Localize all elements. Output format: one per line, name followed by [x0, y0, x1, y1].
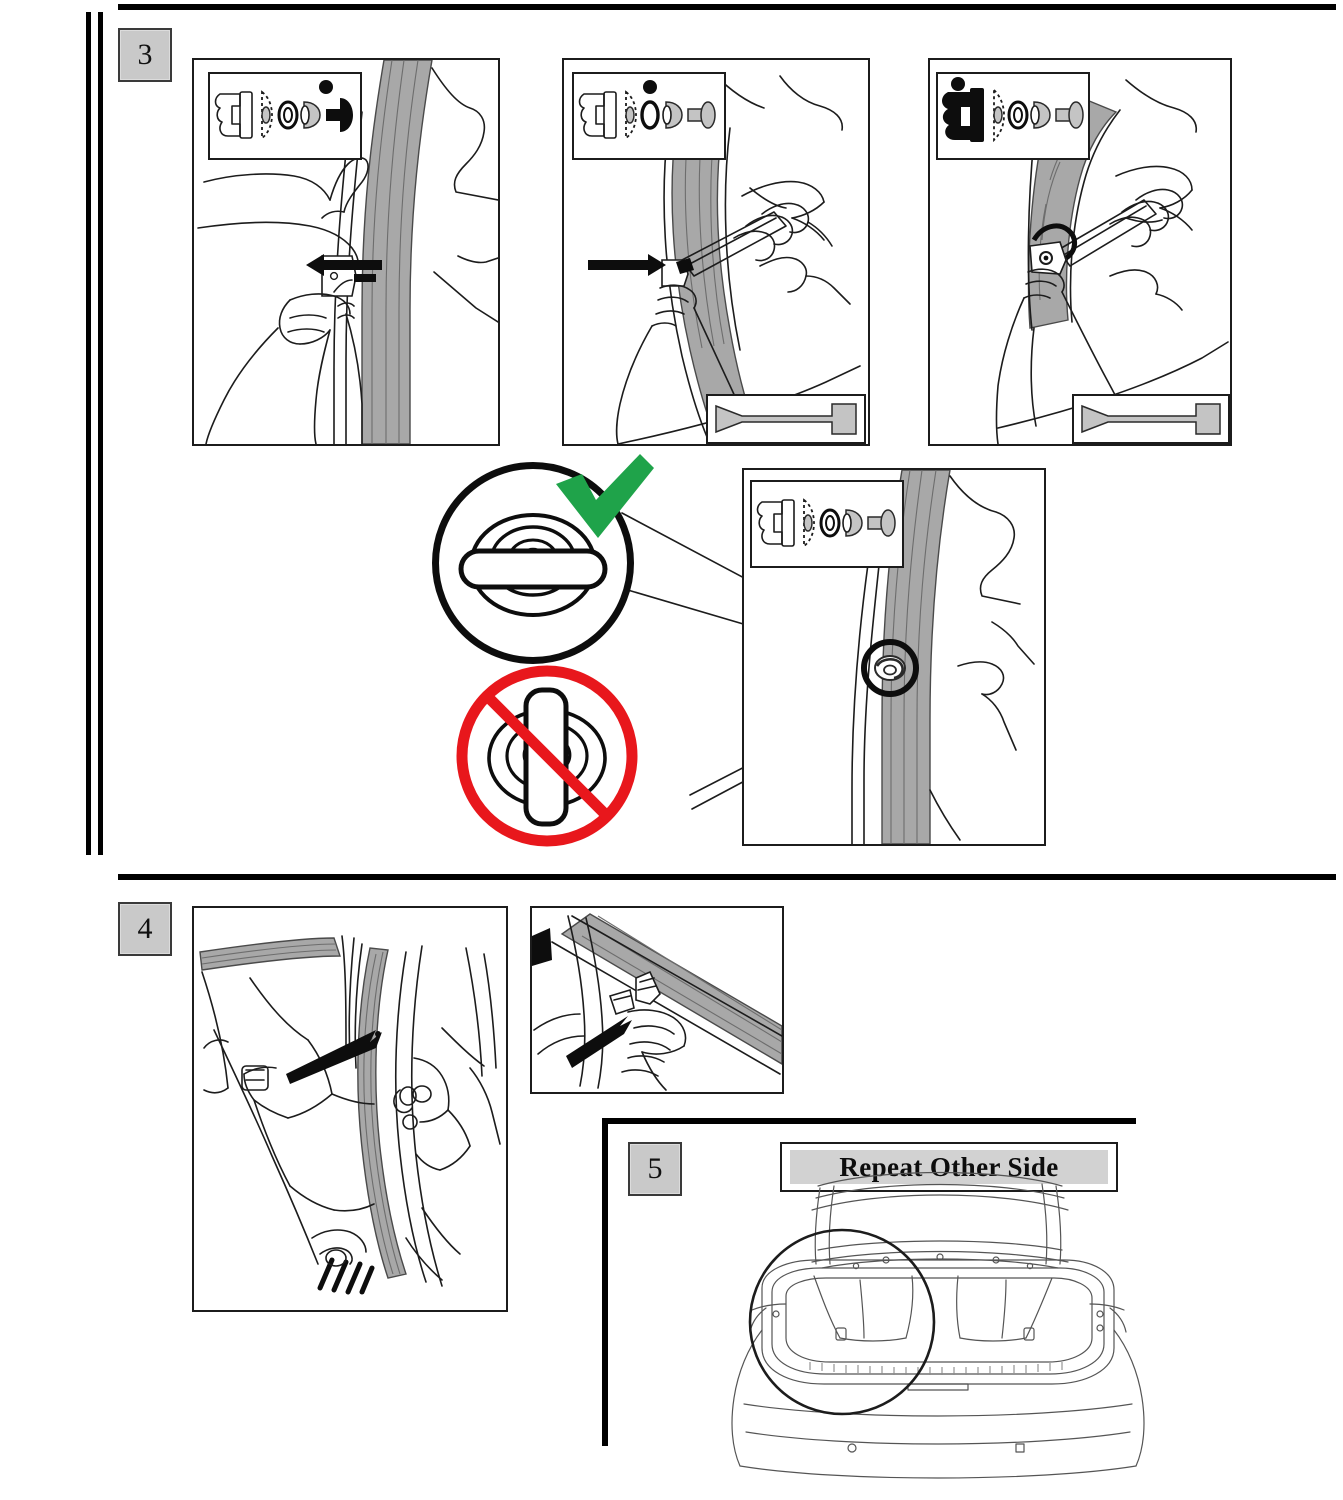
repeat-other-side-banner: Repeat Other Side — [780, 1142, 1118, 1192]
step4-detail-illustration — [532, 913, 782, 1091]
step3-panel-2-illustration — [588, 73, 861, 444]
step-badge-5: 5 — [628, 1142, 682, 1196]
step3-panel-3 — [928, 58, 1232, 446]
section3-left-rule-inner — [98, 12, 103, 855]
green-check-icon — [556, 454, 654, 538]
step3-panel-1 — [192, 58, 500, 446]
step5-vehicle-illustration — [731, 1171, 1145, 1479]
step3-panel-1-parts-legend — [208, 72, 362, 160]
step3-panel-3-tool-inset — [1072, 394, 1230, 444]
step4-panel-detail — [530, 906, 784, 1094]
step-badge-4-label: 4 — [137, 912, 153, 945]
clip-correct-orientation-illustration — [458, 513, 608, 617]
detail-circle-correct — [432, 462, 634, 664]
parts-legend-highlight-marker — [578, 80, 716, 140]
trim-pry-tool-icon — [1081, 403, 1221, 435]
repeat-other-side-label: Repeat Other Side — [839, 1151, 1059, 1182]
section5-top-rule — [602, 1118, 1136, 1124]
step-badge-3-label: 3 — [137, 38, 153, 71]
clip-incorrect-orientation-illustration — [456, 665, 638, 847]
parts-legend-no-highlight — [756, 498, 896, 548]
section3-left-rule-outer — [86, 12, 91, 855]
step4-main-illustration — [199, 935, 501, 1295]
step3-detail-reference-panel — [742, 468, 1046, 846]
parts-legend-highlight-bracket — [942, 77, 1084, 143]
detail-circle-incorrect — [452, 665, 642, 847]
step3-panel-2-parts-legend — [572, 72, 726, 160]
step3-panel-3-parts-legend — [936, 72, 1090, 160]
banner-fill: Repeat Other Side — [790, 1150, 1108, 1184]
step3-panel-2 — [562, 58, 870, 446]
section-divider-3-4 — [118, 874, 1336, 880]
step3-panel-2-tool-inset — [706, 394, 866, 444]
step-badge-5-label: 5 — [647, 1152, 663, 1185]
section5-left-rule — [602, 1118, 608, 1446]
top-border-rule — [118, 4, 1336, 10]
parts-legend-highlight-fastener — [214, 80, 353, 140]
step-badge-3: 3 — [118, 28, 172, 82]
step3-detail-parts-legend — [750, 480, 904, 568]
step-badge-4: 4 — [118, 902, 172, 956]
step4-panel-main — [192, 906, 508, 1312]
trim-pry-tool-icon — [715, 403, 857, 435]
